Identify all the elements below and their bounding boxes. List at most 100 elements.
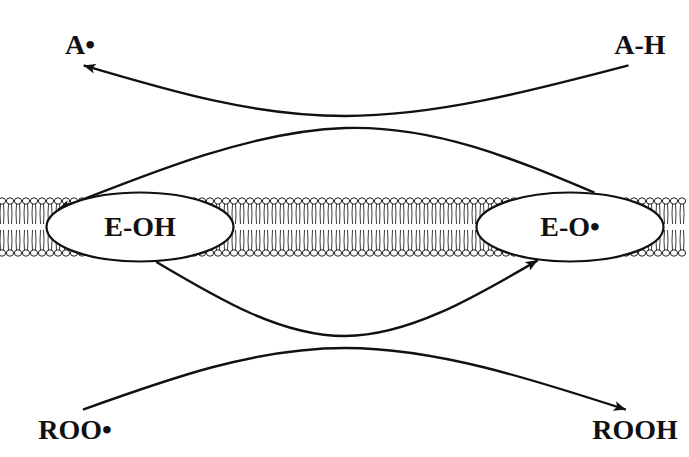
lipid-head — [486, 250, 493, 256]
lipid-head — [350, 250, 357, 256]
species-label: A-H — [611, 28, 668, 63]
lipid-head — [30, 250, 37, 256]
lipid-tail — [432, 204, 436, 224]
reaction-arrow — [156, 260, 537, 336]
lipid-tail — [448, 230, 452, 250]
node-text: E-OH — [104, 212, 176, 243]
ellipse-shape — [477, 193, 664, 262]
lipid-tail — [0, 230, 4, 250]
lipid-tail — [24, 230, 28, 250]
lipid-head — [486, 198, 493, 204]
node-text: A-H — [614, 30, 665, 61]
lipid-tail — [440, 204, 444, 224]
lipid-head — [278, 198, 285, 204]
lipid-tail — [384, 204, 388, 224]
lipid-head — [478, 250, 485, 256]
reaction-arrow — [83, 348, 626, 410]
lipid-tail — [320, 230, 324, 250]
lipid-tail — [408, 230, 412, 250]
lipid-head — [446, 198, 453, 204]
lipid-head — [678, 250, 685, 256]
lipid-head — [270, 250, 277, 256]
lipid-head — [22, 198, 29, 204]
lipid-tail — [264, 230, 268, 250]
lipid-tail — [40, 204, 44, 224]
lipid-head — [286, 198, 293, 204]
lipid-head — [278, 250, 285, 256]
lipid-head — [342, 198, 349, 204]
lipid-tail — [344, 204, 348, 224]
lipid-tail — [368, 230, 372, 250]
lipid-head — [366, 250, 373, 256]
lipid-tail — [8, 204, 12, 224]
lipid-tail — [416, 204, 420, 224]
lipid-head — [294, 250, 301, 256]
lipid-tail — [376, 230, 380, 250]
lipid-head — [462, 198, 469, 204]
lipid-tail — [352, 204, 356, 224]
node-text: ROOH — [592, 415, 678, 446]
lipid-head — [30, 198, 37, 204]
lipid-head — [230, 250, 237, 256]
lipid-head — [414, 250, 421, 256]
lipid-head — [230, 198, 237, 204]
lipid-head — [646, 250, 653, 256]
lipid-tail — [464, 230, 468, 250]
lipid-head — [662, 198, 669, 204]
lipid-head — [6, 198, 13, 204]
lipid-tail — [400, 230, 404, 250]
lipid-head — [286, 250, 293, 256]
lipid-head — [414, 198, 421, 204]
lipid-head — [214, 250, 221, 256]
lipid-tail — [664, 230, 668, 250]
lipid-head — [38, 198, 45, 204]
lipid-tail — [304, 204, 308, 224]
lipid-head — [454, 198, 461, 204]
node-text: ROO• — [38, 415, 112, 446]
lipid-head — [454, 250, 461, 256]
lipid-head — [382, 250, 389, 256]
lipid-head — [302, 198, 309, 204]
lipid-tail — [336, 204, 340, 224]
node-text: E-O• — [540, 212, 600, 243]
lipid-tail — [392, 204, 396, 224]
lipid-head — [54, 250, 61, 256]
lipid-tail — [472, 204, 476, 224]
lipid-head — [310, 250, 317, 256]
node-text: A• — [65, 30, 95, 61]
lipid-head — [654, 198, 661, 204]
lipid-head — [438, 198, 445, 204]
lipid-head — [246, 198, 253, 204]
lipid-head — [222, 250, 229, 256]
species-label: ROO• — [35, 413, 115, 448]
lipid-tail — [248, 230, 252, 250]
lipid-tail — [240, 230, 244, 250]
lipid-head — [238, 250, 245, 256]
lipid-tail — [360, 204, 364, 224]
lipid-head — [326, 250, 333, 256]
lipid-tail — [272, 230, 276, 250]
species-label: ROOH — [589, 413, 681, 448]
lipid-head — [254, 250, 261, 256]
lipid-head — [46, 250, 53, 256]
lipid-tail — [440, 230, 444, 250]
lipid-tail — [328, 204, 332, 224]
lipid-head — [222, 198, 229, 204]
lipid-tail — [0, 204, 4, 224]
lipid-tail — [432, 230, 436, 250]
lipid-tail — [312, 204, 316, 224]
lipid-head — [326, 198, 333, 204]
lipid-head — [318, 198, 325, 204]
lipid-head — [430, 250, 437, 256]
lipid-head — [0, 198, 6, 204]
lipid-tail — [240, 204, 244, 224]
lipid-head — [470, 198, 477, 204]
lipid-head — [6, 250, 13, 256]
lipid-tail — [384, 230, 388, 250]
lipid-head — [662, 250, 669, 256]
lipid-tail — [296, 204, 300, 224]
lipid-tail — [328, 230, 332, 250]
lipid-tail — [424, 204, 428, 224]
lipid-tail — [320, 204, 324, 224]
